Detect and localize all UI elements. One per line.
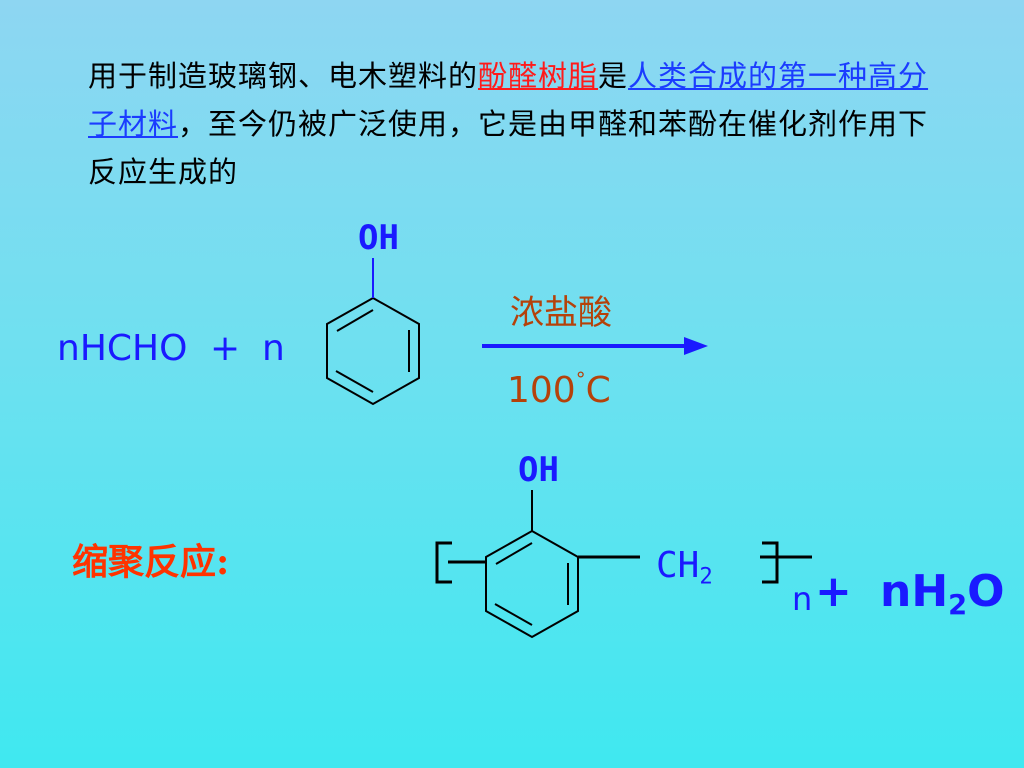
phenol-ring (326, 296, 420, 406)
intro-text-3: ，至今仍被广泛使用，它是由甲醛和苯酚在催化剂作用下反应生成的 (88, 107, 929, 189)
repeat-n: n (792, 580, 813, 618)
first-polymer-term: 人类合成的第一种高分子材料 (88, 59, 929, 141)
ch2-group: CH2 (656, 545, 713, 590)
catalyst-label: 浓盐酸 (510, 293, 612, 333)
product-ring (485, 529, 579, 639)
phenolic-resin-term: 酚醛树脂 (478, 59, 599, 93)
intro-text-2: 是 (598, 59, 629, 93)
left-bracket (435, 541, 452, 584)
intro-paragraph: 用于制造玻璃钢、电木塑料的酚醛树脂是人类合成的第一种高分子材料，至今仍被广泛使用… (88, 52, 938, 196)
plus-sign-2: + (815, 566, 852, 617)
reaction-arrow (482, 337, 708, 355)
phenol-oh-label: OH (358, 218, 399, 258)
temperature-label: 100°C (507, 368, 611, 411)
polycondensation-label: 缩聚反应: (72, 541, 230, 583)
plus-sign-1: + (210, 328, 241, 369)
right-bracket (762, 541, 779, 584)
formaldehyde-formula: nHCHO (57, 328, 188, 369)
water-formula: nH2O (880, 566, 1005, 622)
coefficient-n: n (262, 328, 285, 369)
intro-text-1: 用于制造玻璃钢、电木塑料的 (88, 59, 479, 93)
product-oh-label: OH (518, 450, 559, 490)
